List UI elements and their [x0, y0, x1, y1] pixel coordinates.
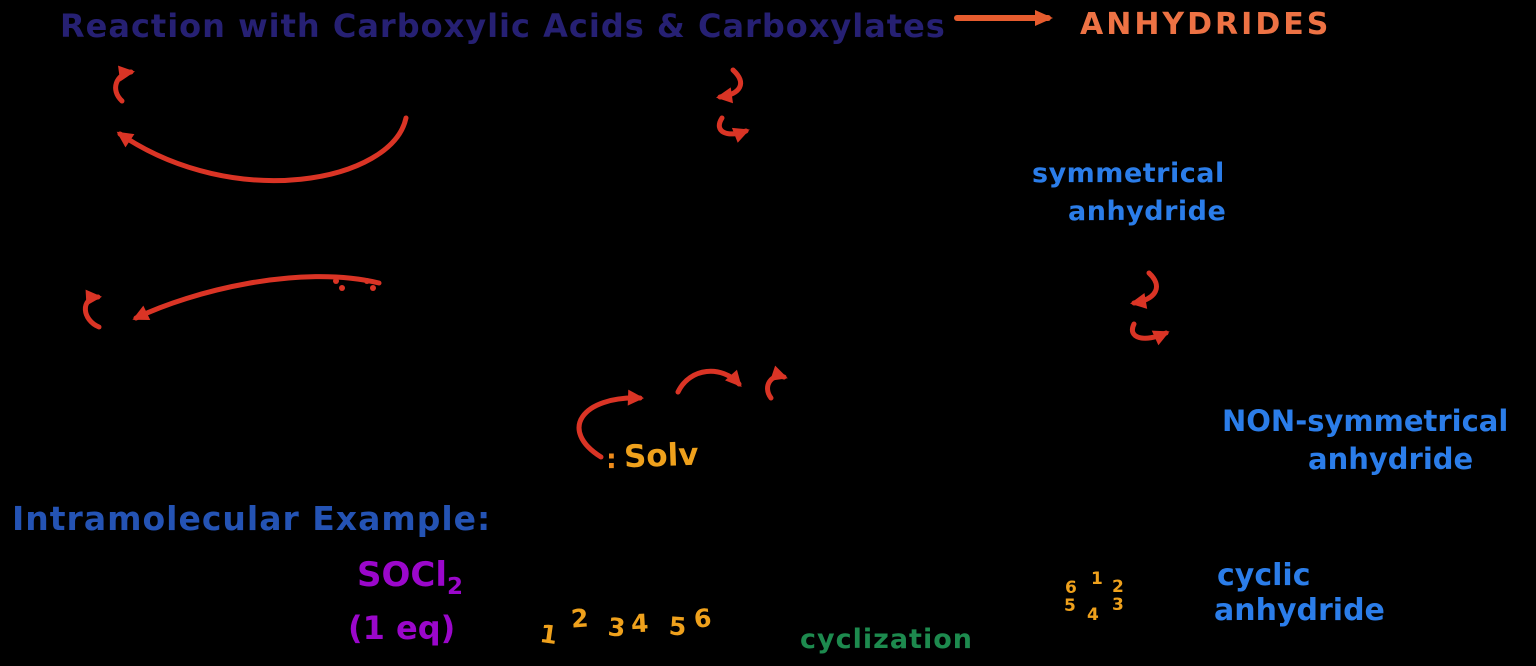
hook-arrow-top-left-icon — [113, 65, 135, 104]
curl-arrow-down-left-icon — [716, 67, 744, 104]
non-symmetrical-anhydride-label-line1: NON-symmetrical — [1222, 404, 1509, 438]
ring-number: 2 — [1112, 577, 1124, 597]
solvent-attack-arrow-icon — [576, 389, 644, 460]
ring-number: 4 — [1087, 605, 1099, 625]
symmetrical-anhydride-label-line1: symmetrical — [1032, 158, 1225, 189]
chain-number: 4 — [630, 608, 650, 639]
big-arc-arrow-top-left-icon — [116, 115, 409, 183]
ring-number: 1 — [1091, 569, 1103, 589]
hook-arrow-middle-icon — [765, 365, 788, 401]
symmetrical-anhydride-label-line2: anhydride — [1068, 196, 1227, 227]
curl-arrow-down-left-right-side-icon — [1130, 270, 1159, 309]
long-arc-arrow-left-icon — [132, 274, 382, 321]
chain-number: 3 — [606, 612, 627, 643]
page-title: Reaction with Carboxylic Acids & Carboxy… — [60, 7, 946, 45]
chain-number: 6 — [692, 603, 713, 634]
result-label: ANHYDRIDES — [1080, 7, 1332, 42]
ring-number: 6 — [1065, 578, 1077, 598]
chain-number: 5 — [668, 611, 688, 642]
reagent-equivalents: (1 eq) — [348, 609, 456, 647]
arch-arrow-middle-icon — [675, 368, 742, 395]
lone-pair-dots-icon — [333, 278, 376, 291]
reagent-formula-subscript: 2 — [447, 573, 464, 600]
solvent-label: Solv — [623, 436, 700, 476]
ring-number: 3 — [1112, 595, 1124, 615]
reagent-formula-text: SOCl — [357, 555, 447, 595]
cyclic-anhydride-label-line1: cyclic — [1217, 558, 1311, 593]
reagent-formula: SOCl2 — [357, 558, 463, 599]
curl-arrow-right-right-side-icon — [1129, 321, 1170, 346]
cyclization-label: cyclization — [800, 624, 973, 655]
c-hook-arrow-left-icon — [82, 289, 102, 330]
chain-number: 2 — [570, 603, 590, 634]
non-symmetrical-anhydride-label-line2: anhydride — [1308, 442, 1474, 476]
solvent-lone-pair-colon: : — [606, 444, 617, 475]
chain-number: 1 — [538, 618, 560, 651]
cyclic-anhydride-label-line2: anhydride — [1214, 593, 1385, 628]
intramolecular-example-heading: Intramolecular Example: — [12, 499, 492, 538]
ring-number: 5 — [1064, 596, 1076, 616]
curl-arrow-right-icon — [716, 115, 750, 143]
